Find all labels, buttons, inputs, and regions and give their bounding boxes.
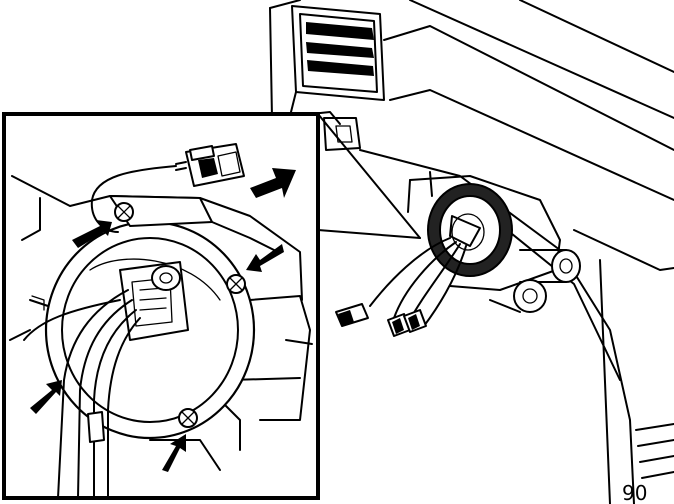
- arrow-icon: [162, 434, 186, 472]
- screw-icon: [114, 202, 134, 222]
- arrow-to-connector: [250, 168, 296, 198]
- arrow-to-wire-bundle: [30, 380, 62, 414]
- callout-line: [317, 113, 421, 239]
- callout-line: [317, 229, 421, 239]
- screw-icon: [178, 408, 198, 428]
- arrow-icon: [30, 380, 62, 414]
- connector-icon: [387, 309, 427, 337]
- screw-icon: [226, 274, 246, 294]
- dashboard-illustration: 90: [269, 0, 674, 504]
- arrow-to-screw-bottom: [162, 434, 186, 472]
- arrow-icon: [246, 244, 284, 272]
- inset-detail: [2, 112, 320, 500]
- arrow-icon: [250, 168, 296, 198]
- arrow-to-screw-top-left: [72, 220, 112, 248]
- clock-spring-icon: [427, 183, 513, 277]
- page-number: 90: [622, 481, 647, 504]
- air-vent: [291, 5, 385, 101]
- arrow-icon: [72, 220, 112, 248]
- connector-icon: [335, 303, 369, 327]
- connector-icon: [175, 143, 245, 187]
- arrow-to-screw-right: [246, 244, 284, 272]
- shaft-end: [551, 249, 581, 283]
- steering-column-assembly: [335, 171, 581, 337]
